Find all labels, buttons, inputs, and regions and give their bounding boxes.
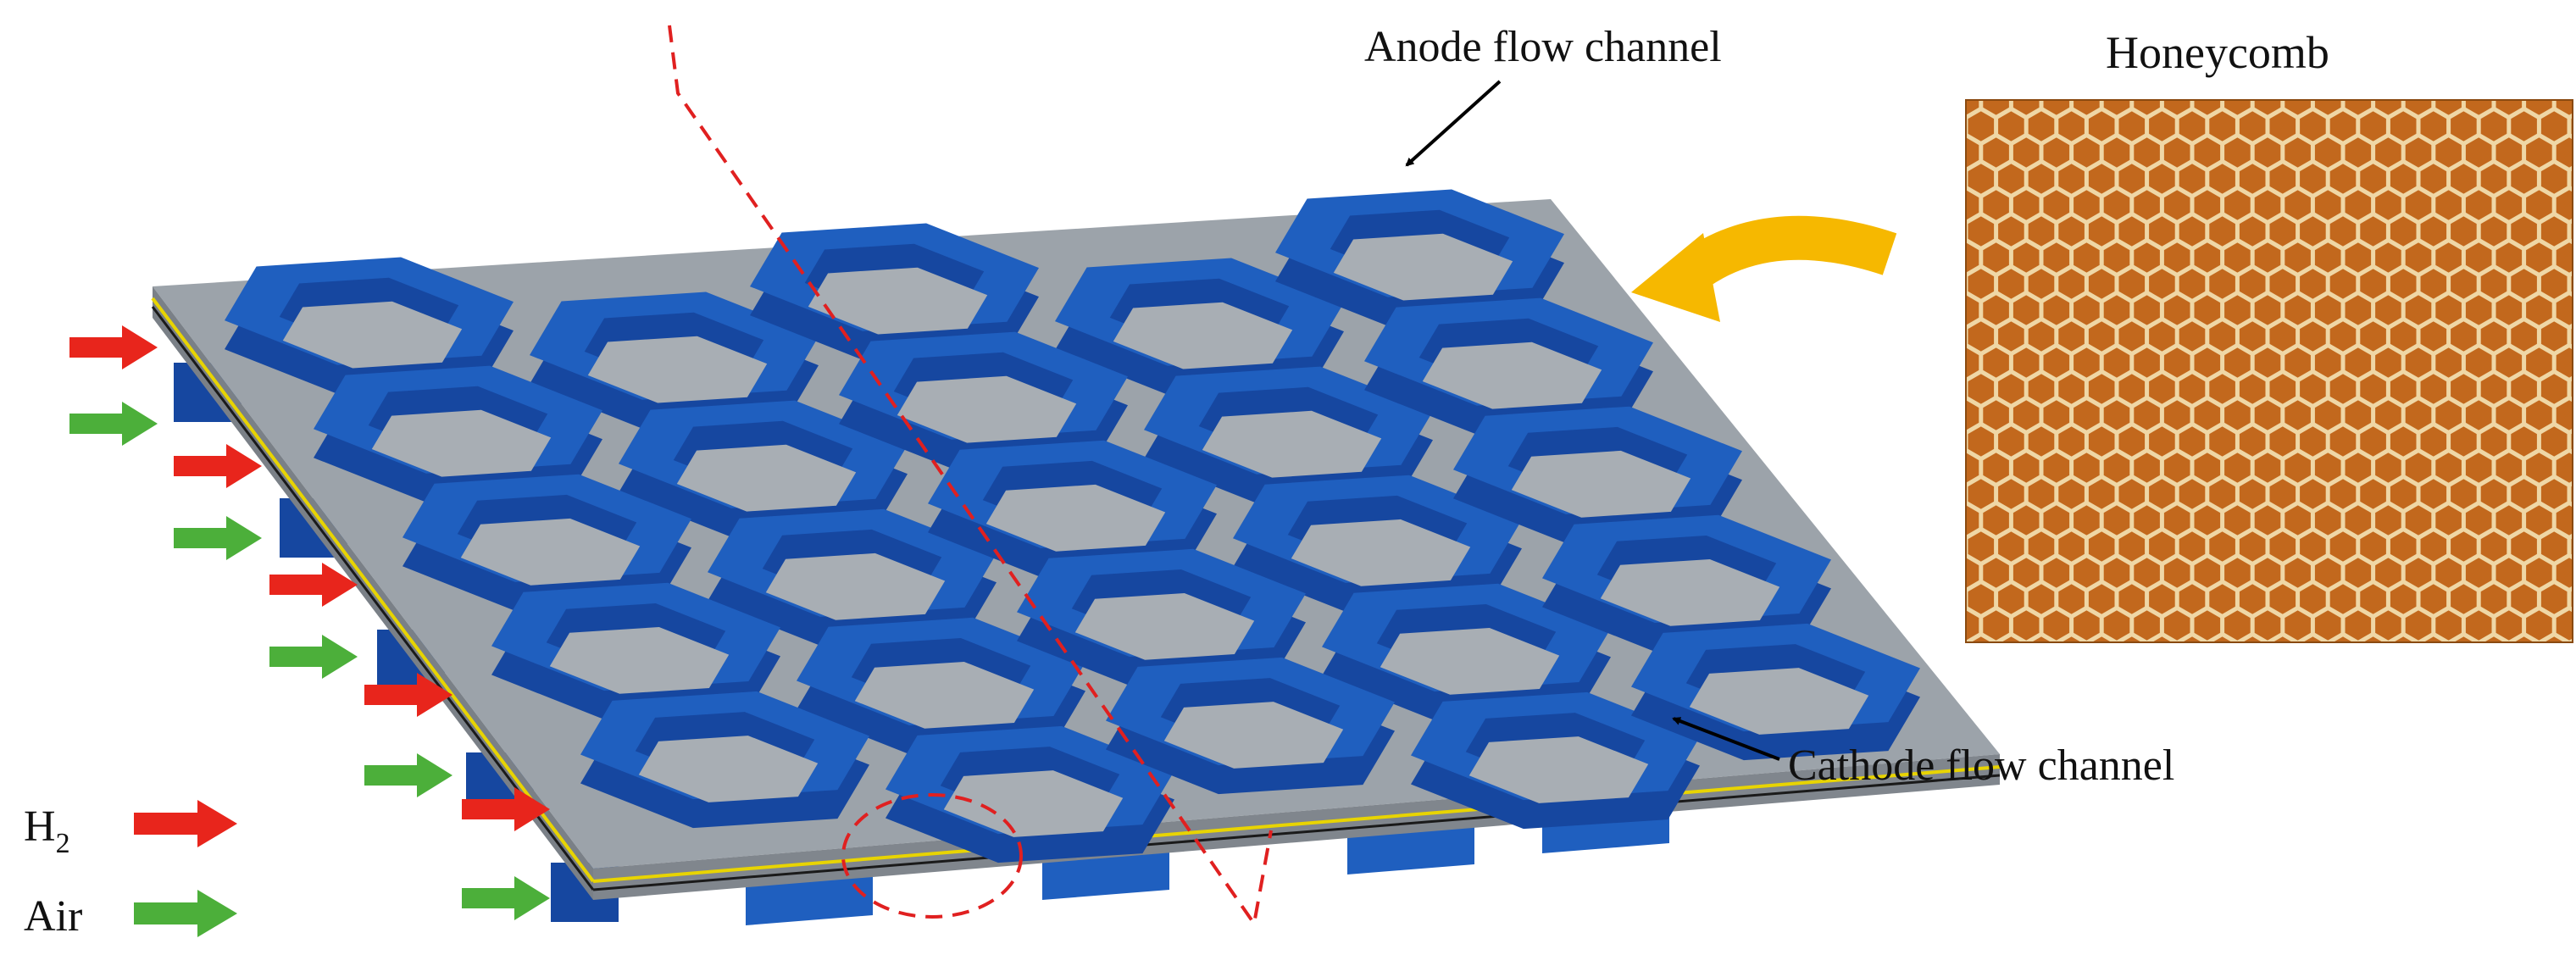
h2-inlet-arrow <box>69 325 158 369</box>
h2-inlet-arrow <box>174 444 262 488</box>
anode-label-group: Anode flow channel <box>1364 23 1722 165</box>
air-inlet-arrow <box>174 516 262 560</box>
air-inlet-arrow <box>269 635 358 679</box>
anode-flow-channel-label: Anode flow channel <box>1364 23 1722 71</box>
cathode-flow-channel-label: Cathode flow channel <box>1788 741 2174 790</box>
curved-arrow-icon <box>1631 233 1890 322</box>
air-inlet-arrow <box>364 753 452 797</box>
anode-pointer-arrow-icon <box>1407 81 1500 165</box>
honeycomb-title: Honeycomb <box>2106 27 2329 78</box>
legend-h2-arrow <box>134 800 237 847</box>
honeycomb-photo: Honeycomb <box>1951 27 2576 721</box>
legend-air-label: Air <box>24 892 82 941</box>
legend-air-arrow <box>134 890 237 937</box>
legend-h2-label: H2 <box>24 802 70 859</box>
air-inlet-arrow <box>462 876 550 920</box>
air-inlet-arrow <box>69 402 158 446</box>
honeycomb-cells <box>1951 83 2576 721</box>
legend: H2 Air <box>24 800 237 941</box>
